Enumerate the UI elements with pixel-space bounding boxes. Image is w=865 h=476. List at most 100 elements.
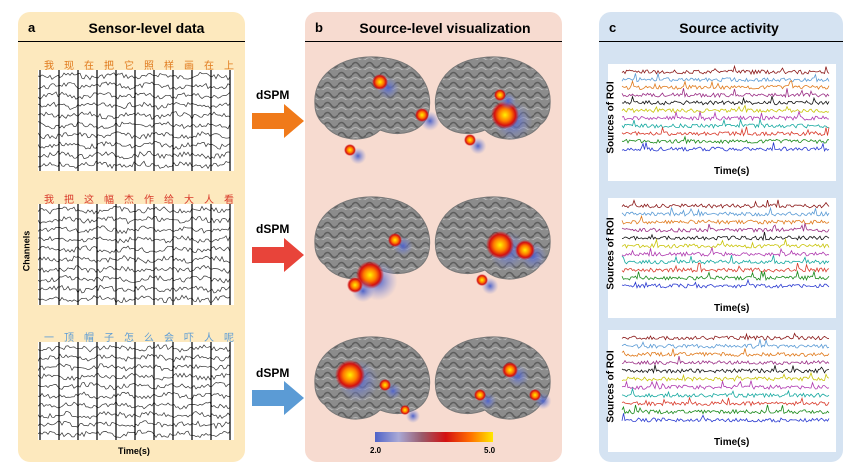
eeg-channel-trace: [38, 81, 231, 90]
eeg-channel-trace: [38, 284, 231, 294]
word: 么: [144, 333, 154, 344]
roi-source-trace: [621, 104, 830, 114]
roi-source-trace: [621, 79, 830, 90]
panel-b-rule: [305, 41, 562, 42]
eeg-channel-trace: [38, 294, 231, 304]
eeg-channel-trace: [38, 91, 231, 100]
roi-source-trace: [621, 338, 830, 350]
word: 现: [64, 61, 74, 72]
word: 在: [84, 61, 94, 72]
word: 样: [164, 61, 174, 72]
eeg-block-1: [38, 70, 234, 171]
brain-right-hemisphere: [434, 196, 551, 295]
eeg-channel-trace: [38, 429, 231, 439]
time-label-3: Time(s): [714, 437, 750, 448]
eeg-channel-trace: [38, 265, 231, 274]
roi-source-trace: [621, 278, 830, 289]
panel-c-title: Source activity: [679, 20, 779, 36]
colorbar-max-label: 5.0: [484, 446, 496, 455]
eeg-channel-trace: [38, 275, 231, 284]
time-label-2: Time(s): [714, 303, 750, 314]
word: 我: [44, 195, 54, 206]
word: 照: [144, 61, 154, 72]
roi-source-trace: [621, 95, 830, 106]
panel-b-title: Source-level visualization: [359, 20, 531, 36]
panel-c-rule: [599, 41, 843, 42]
word: 呢: [224, 333, 234, 344]
word: 把: [104, 61, 114, 72]
roi-source-trace: [621, 206, 830, 218]
word: 会: [164, 333, 174, 344]
roi-source-trace: [621, 396, 830, 407]
eeg-channel-trace: [38, 160, 231, 170]
roi-source-trace: [621, 199, 830, 209]
roi-source-trace: [621, 413, 830, 423]
roi-source-trace: [621, 126, 830, 137]
eeg-channel-trace: [38, 372, 231, 381]
roi-source-trace: [621, 332, 830, 341]
word: 吓: [184, 333, 194, 344]
word: 一: [44, 333, 54, 344]
roi-source-trace: [621, 237, 830, 249]
roi-source-trace: [621, 142, 830, 152]
word: 作: [144, 195, 154, 206]
eeg-channel-trace: [38, 150, 231, 160]
eeg-channel-trace: [38, 71, 231, 81]
roi-axis-label-3: Sources of ROI: [605, 350, 617, 423]
roi-axis-label-1: Sources of ROI: [605, 81, 617, 154]
eeg-channel-trace: [38, 411, 231, 420]
arrow-right-blue: [252, 381, 304, 415]
brain-left-hemisphere: [314, 336, 431, 423]
roi-source-trace: [621, 371, 830, 382]
sentence-3-words: 一顶帽子怎么会吓人呢: [44, 329, 234, 344]
eeg-channel-trace: [38, 420, 231, 430]
eeg-channel-trace: [38, 363, 231, 372]
eeg-channel-trace: [38, 215, 231, 225]
roi-source-trace: [621, 387, 830, 399]
source-block-2: [608, 198, 836, 318]
eeg-channel-trace: [38, 343, 231, 353]
eeg-channel-trace: [38, 141, 231, 150]
word: 在: [204, 61, 214, 72]
roi-source-trace: [621, 214, 830, 225]
eeg-channel-trace: [38, 401, 231, 410]
sentence-2-words: 我把这幅杰作给大人看: [44, 191, 234, 206]
roi-source-trace: [621, 88, 830, 99]
colorbar: [375, 432, 493, 442]
panel-a-rule: [18, 41, 245, 42]
eeg-block-2: [38, 204, 234, 305]
word: 人: [204, 333, 214, 344]
roi-source-trace: [621, 110, 829, 122]
roi-source-trace: [621, 118, 829, 129]
roi-source-trace: [621, 73, 830, 83]
word: 顶: [64, 333, 74, 344]
word: 这: [84, 195, 94, 206]
colorbar-min-label: 2.0: [370, 446, 382, 455]
brain-left-hemisphere: [314, 196, 431, 303]
brain-left-hemisphere: [314, 56, 440, 165]
roi-source-trace: [621, 356, 830, 366]
eeg-channel-trace: [38, 120, 231, 130]
dspm-label-3: dSPM: [256, 366, 290, 380]
word: 人: [204, 195, 214, 206]
sentence-1-words: 我现在把它照样画在上: [44, 57, 234, 72]
word: 它: [124, 61, 134, 72]
word: 大: [184, 195, 194, 206]
arrow-right-orange: [252, 104, 304, 138]
eeg-channel-trace: [38, 353, 231, 363]
eeg-channel-trace: [38, 245, 231, 254]
panel-a-time-axis-label: Time(s): [118, 446, 150, 456]
roi-source-trace: [621, 231, 830, 242]
word: 杰: [124, 195, 134, 206]
word: 帽: [84, 333, 94, 344]
roi-source-trace: [621, 404, 830, 415]
eeg-channel-trace: [38, 225, 231, 235]
word: 上: [224, 61, 234, 72]
eeg-channel-trace: [38, 381, 231, 391]
word: 画: [184, 61, 194, 72]
word: 看: [224, 195, 234, 206]
panel-c-label: c: [609, 20, 617, 35]
word: 把: [64, 195, 74, 206]
eeg-channel-trace: [38, 254, 231, 264]
roi-source-trace: [621, 255, 830, 265]
